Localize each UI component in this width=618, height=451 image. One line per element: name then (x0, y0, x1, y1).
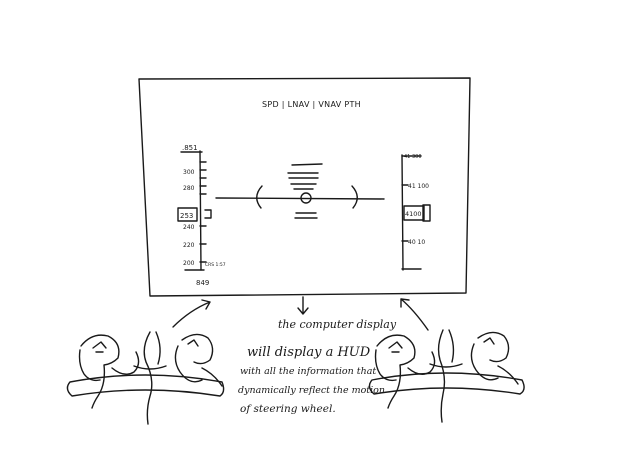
caption-line-4: dynamically reflect the motion (238, 385, 386, 396)
altitude-tick-label: 41 100 (408, 183, 429, 190)
caption-line-5: of steering wheel. (240, 403, 336, 415)
horizon-line (215, 197, 385, 200)
caption-line-3: with all the information that (240, 366, 377, 377)
horizon-right-bracket (351, 185, 358, 209)
speed-current-readout: 253 (180, 212, 193, 220)
speed-side-note: CRS 1:57 (205, 262, 226, 268)
speed-tick-label: 300 (183, 169, 195, 176)
display-frame (138, 77, 471, 297)
caption-line-2: will display a HUD (247, 345, 371, 360)
hud-mode-text: SPD | LNAV | VNAV PTH (262, 100, 361, 109)
altitude-tick-label: 41 300 (404, 154, 422, 160)
speed-tick-label: 280 (183, 185, 195, 192)
pitch-ladder (287, 163, 323, 219)
speed-bottom-label: 849 (196, 279, 209, 287)
altitude-tick-label: 40 10 (408, 239, 425, 246)
flight-path-marker (300, 192, 312, 204)
right-wheel-hands (368, 329, 525, 423)
altitude-tape (401, 154, 431, 271)
left-wheel-hands (66, 331, 225, 425)
arrow-down (297, 296, 309, 315)
altitude-current-readout: 4100 (405, 210, 422, 218)
caption-line-1: the computer display (278, 318, 397, 331)
speed-tick-label: 240 (183, 224, 195, 231)
horizon-left-bracket (256, 185, 263, 209)
arrow-right (400, 298, 429, 331)
speed-top-label: .851 (182, 144, 198, 152)
arrow-left (172, 299, 211, 328)
speed-tick-label: 220 (183, 242, 195, 249)
speed-tape (177, 150, 212, 271)
speed-tick-label: 200 (183, 260, 195, 267)
